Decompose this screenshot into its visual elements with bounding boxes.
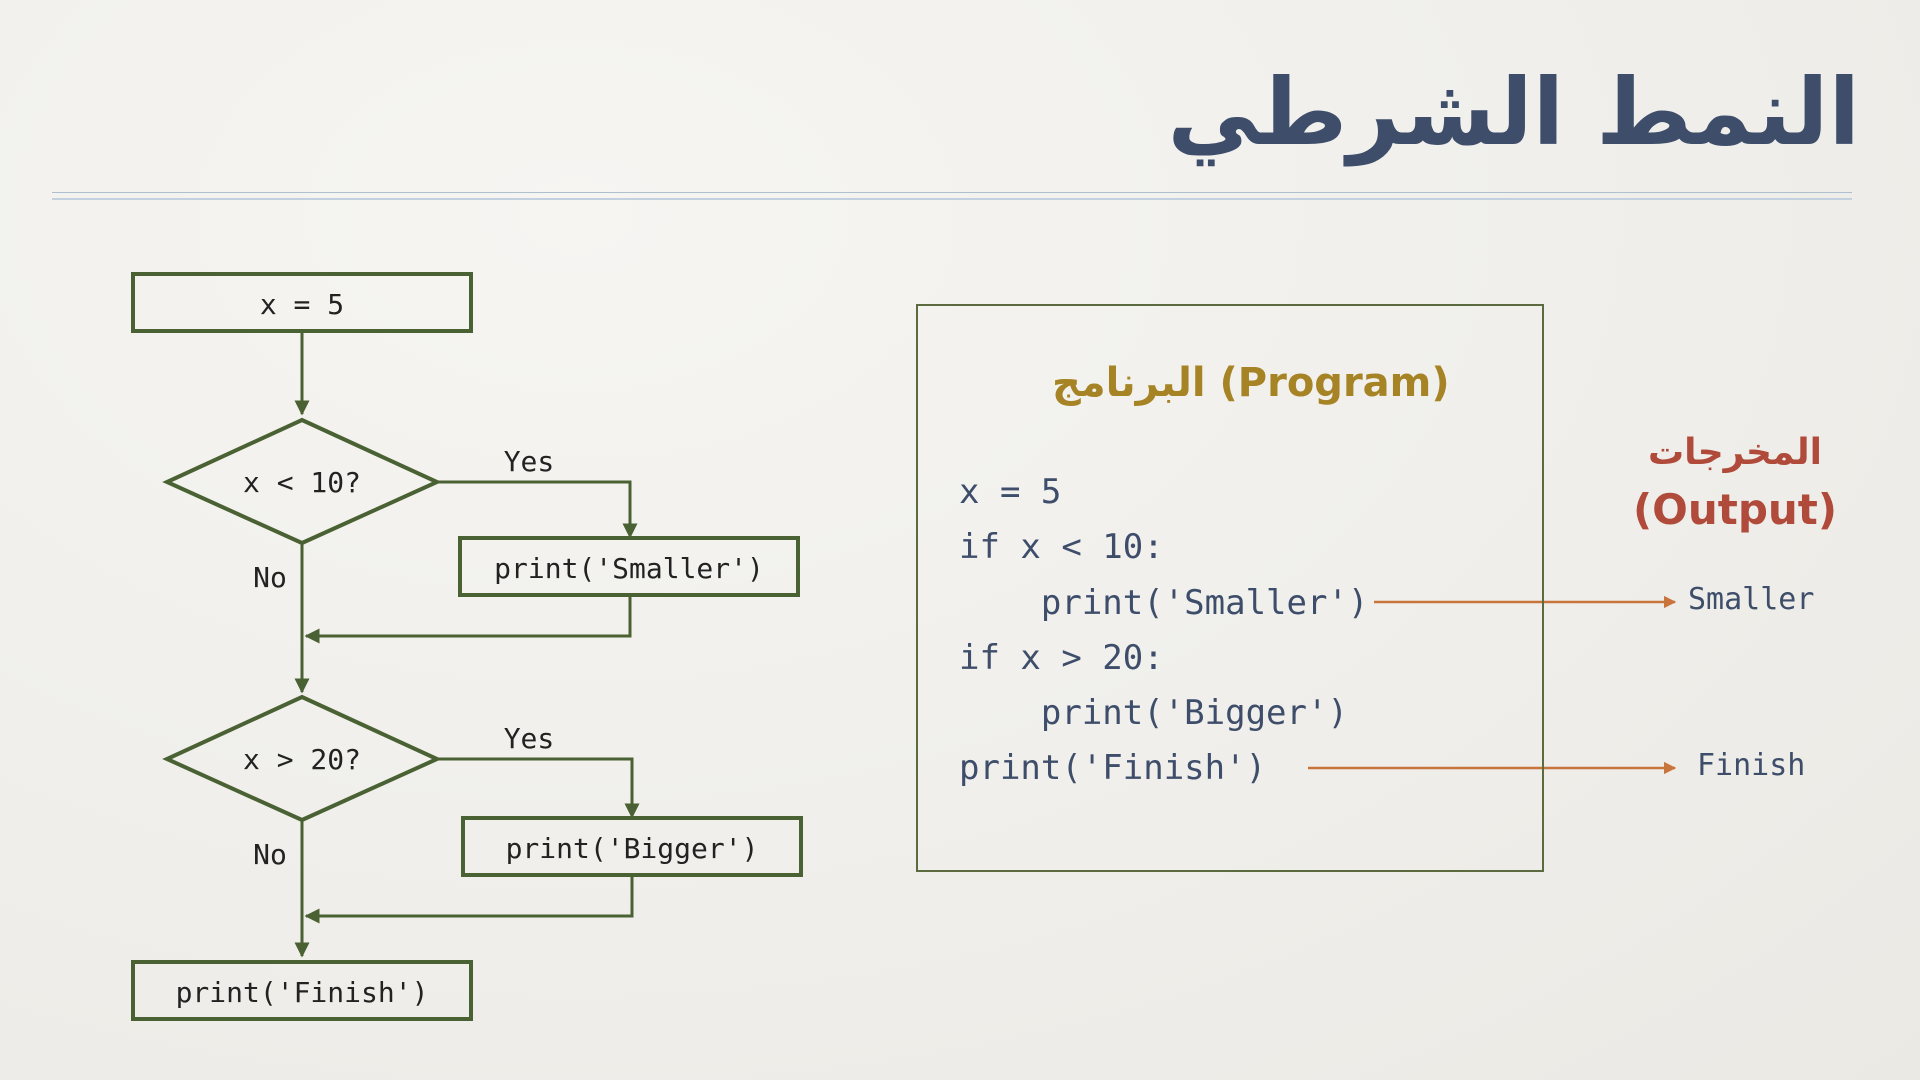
final-box <box>131 960 473 1021</box>
code-line-4: if x > 20: <box>959 638 1164 678</box>
code-line-3: print('Smaller') <box>959 583 1369 623</box>
output-value-smaller: Smaller <box>1688 582 1815 617</box>
title-divider-line-secondary <box>52 198 1852 200</box>
merge-arrow-2 <box>304 875 634 924</box>
code-line-5: print('Bigger') <box>959 693 1348 733</box>
code-line-2: if x < 10: <box>959 527 1164 567</box>
yes-branch-arrow-1 <box>437 480 638 539</box>
action-smaller-text: print('Smaller') <box>494 552 764 585</box>
final-text: print('Finish') <box>176 976 429 1009</box>
code-line-1: x = 5 <box>959 472 1062 512</box>
yes-branch-arrow-2 <box>437 757 640 819</box>
code-line-6: print('Finish') <box>959 748 1267 788</box>
decision-1-text: x < 10? <box>243 466 361 499</box>
slide-title: النمط الشرطي <box>1167 59 1860 166</box>
output-value-finish: Finish <box>1697 748 1806 783</box>
program-box <box>916 304 1544 872</box>
merge-arrow-1 <box>304 595 632 644</box>
output-label-arabic: المخرجات <box>1648 432 1822 473</box>
decision-2-text: x > 20? <box>243 743 361 776</box>
decision-2-no-label: No <box>253 838 287 871</box>
decision-1-no-label: No <box>253 561 287 594</box>
program-label: البرنامج (Program) <box>1052 360 1450 406</box>
decision-1-yes-label: Yes <box>504 445 555 478</box>
action-bigger-text: print('Bigger') <box>506 832 759 865</box>
assign-text: x = 5 <box>260 288 344 321</box>
output-label-english: (Output) <box>1632 485 1838 534</box>
decision-2-yes-label: Yes <box>504 722 555 755</box>
title-divider-line <box>52 192 1852 193</box>
